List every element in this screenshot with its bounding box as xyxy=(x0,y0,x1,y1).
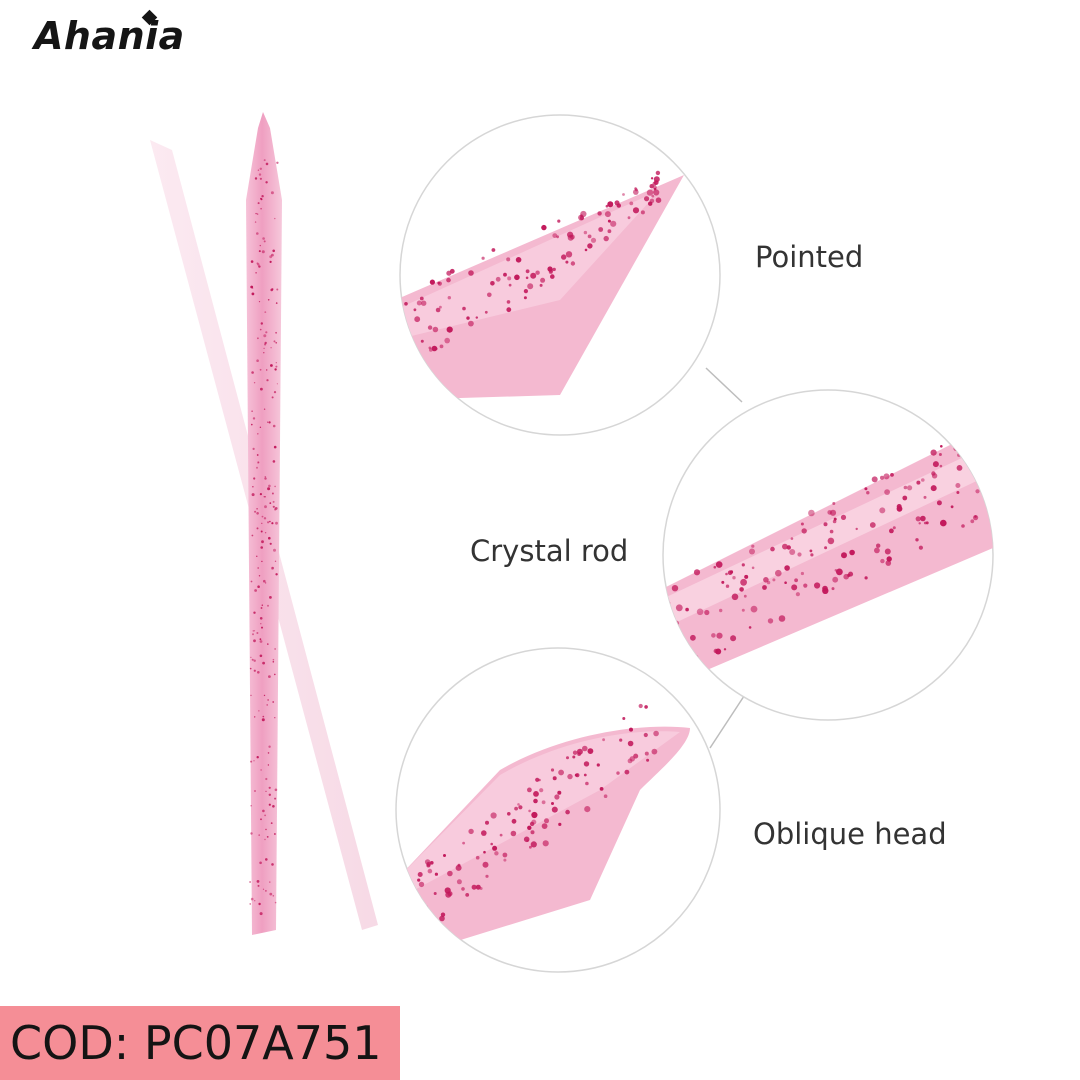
detail-circle-crystal-rod xyxy=(662,389,994,721)
brand-logo: Ahania xyxy=(34,14,185,58)
label-pointed: Pointed xyxy=(755,240,864,274)
label-crystal-rod: Crystal rod xyxy=(470,534,629,568)
detail-circle-oblique-head xyxy=(395,647,721,973)
crystal-stick-front xyxy=(246,112,282,935)
product-code-badge: COD: PC07A751 xyxy=(0,1006,400,1080)
detail-circle-pointed xyxy=(399,114,721,436)
connector-line-top xyxy=(705,367,743,403)
label-oblique-head: Oblique head xyxy=(753,817,947,851)
connector-line-bottom xyxy=(709,689,749,749)
product-code-text: COD: PC07A751 xyxy=(10,1016,382,1070)
stick-glitter xyxy=(249,159,279,916)
